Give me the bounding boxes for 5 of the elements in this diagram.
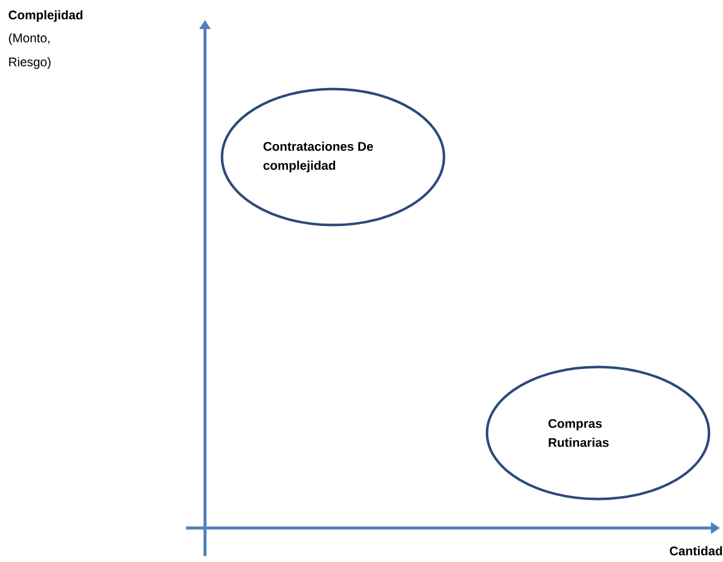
axis-label: Complejidad xyxy=(8,10,82,22)
ellipse-node: Compras Rutinarias xyxy=(486,366,710,500)
axis-label: Cantidad xyxy=(670,546,722,556)
axis-label: (Monto, Riesgo) xyxy=(8,33,50,69)
ellipse-node: Contrataciones De complejidad xyxy=(220,88,446,226)
